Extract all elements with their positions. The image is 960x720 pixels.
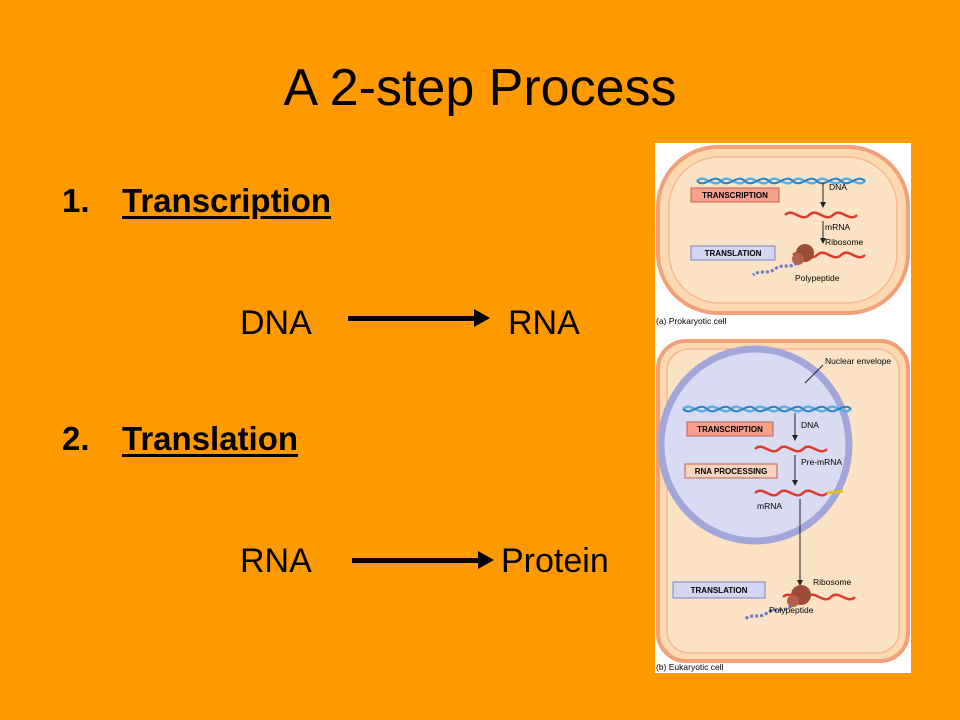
annotation-pre-mrna: Pre-mRNA [801, 457, 842, 467]
eukaryotic-cell: TRANSCRIPTION RNA PROCESSING TRANSLATION… [656, 339, 910, 663]
label-translation: TRANSLATION [691, 586, 748, 595]
annotation-ribosome: Ribosome [825, 237, 864, 247]
pre-mrna-strand-icon [754, 445, 828, 453]
flow-to: RNA [508, 304, 580, 342]
label-transcription: TRANSCRIPTION [702, 191, 768, 200]
polypeptide-icon [744, 604, 792, 621]
step-term: Translation [122, 420, 299, 457]
step-translation: 2. Translation [62, 420, 298, 458]
step-number: 2. [62, 420, 90, 457]
flow-from: RNA [240, 542, 312, 580]
annotation-mrna: mRNA [757, 501, 782, 511]
annotation-nuclear-envelope: Nuclear envelope [825, 356, 891, 366]
annotation-dna: DNA [829, 182, 847, 192]
nucleus [657, 345, 853, 545]
label-translation: TRANSLATION [705, 249, 762, 258]
annotation-polypeptide: Polypeptide [795, 273, 840, 283]
arrow-right-icon [348, 309, 490, 327]
arrow-right-icon [352, 551, 494, 569]
annotation-polypeptide: Polypeptide [769, 605, 814, 615]
step-transcription: 1. Transcription [62, 182, 331, 220]
prokaryotic-cell: TRANSCRIPTION TRANSLATION DNA mRNA Ribos… [656, 145, 910, 315]
gene-expression-figure: TRANSCRIPTION TRANSLATION DNA mRNA Ribos… [655, 143, 911, 673]
annotation-mrna: mRNA [825, 222, 850, 232]
flow-to: Protein [501, 542, 609, 580]
annotation-ribosome: Ribosome [813, 577, 852, 587]
slide-title: A 2-step Process [283, 59, 677, 117]
flow-from: DNA [240, 304, 312, 342]
label-transcription: TRANSCRIPTION [697, 425, 763, 434]
annotation-dna: DNA [801, 420, 819, 430]
caption-prokaryotic: (a) Prokaryotic cell [656, 316, 726, 326]
step-number: 1. [62, 182, 90, 219]
caption-eukaryotic: (b) Eukaryotic cell [656, 662, 724, 672]
polypeptide-icon [752, 261, 798, 277]
mrna-strand-icon [784, 211, 858, 219]
label-rna-processing: RNA PROCESSING [695, 467, 768, 476]
step-term: Transcription [122, 182, 332, 219]
